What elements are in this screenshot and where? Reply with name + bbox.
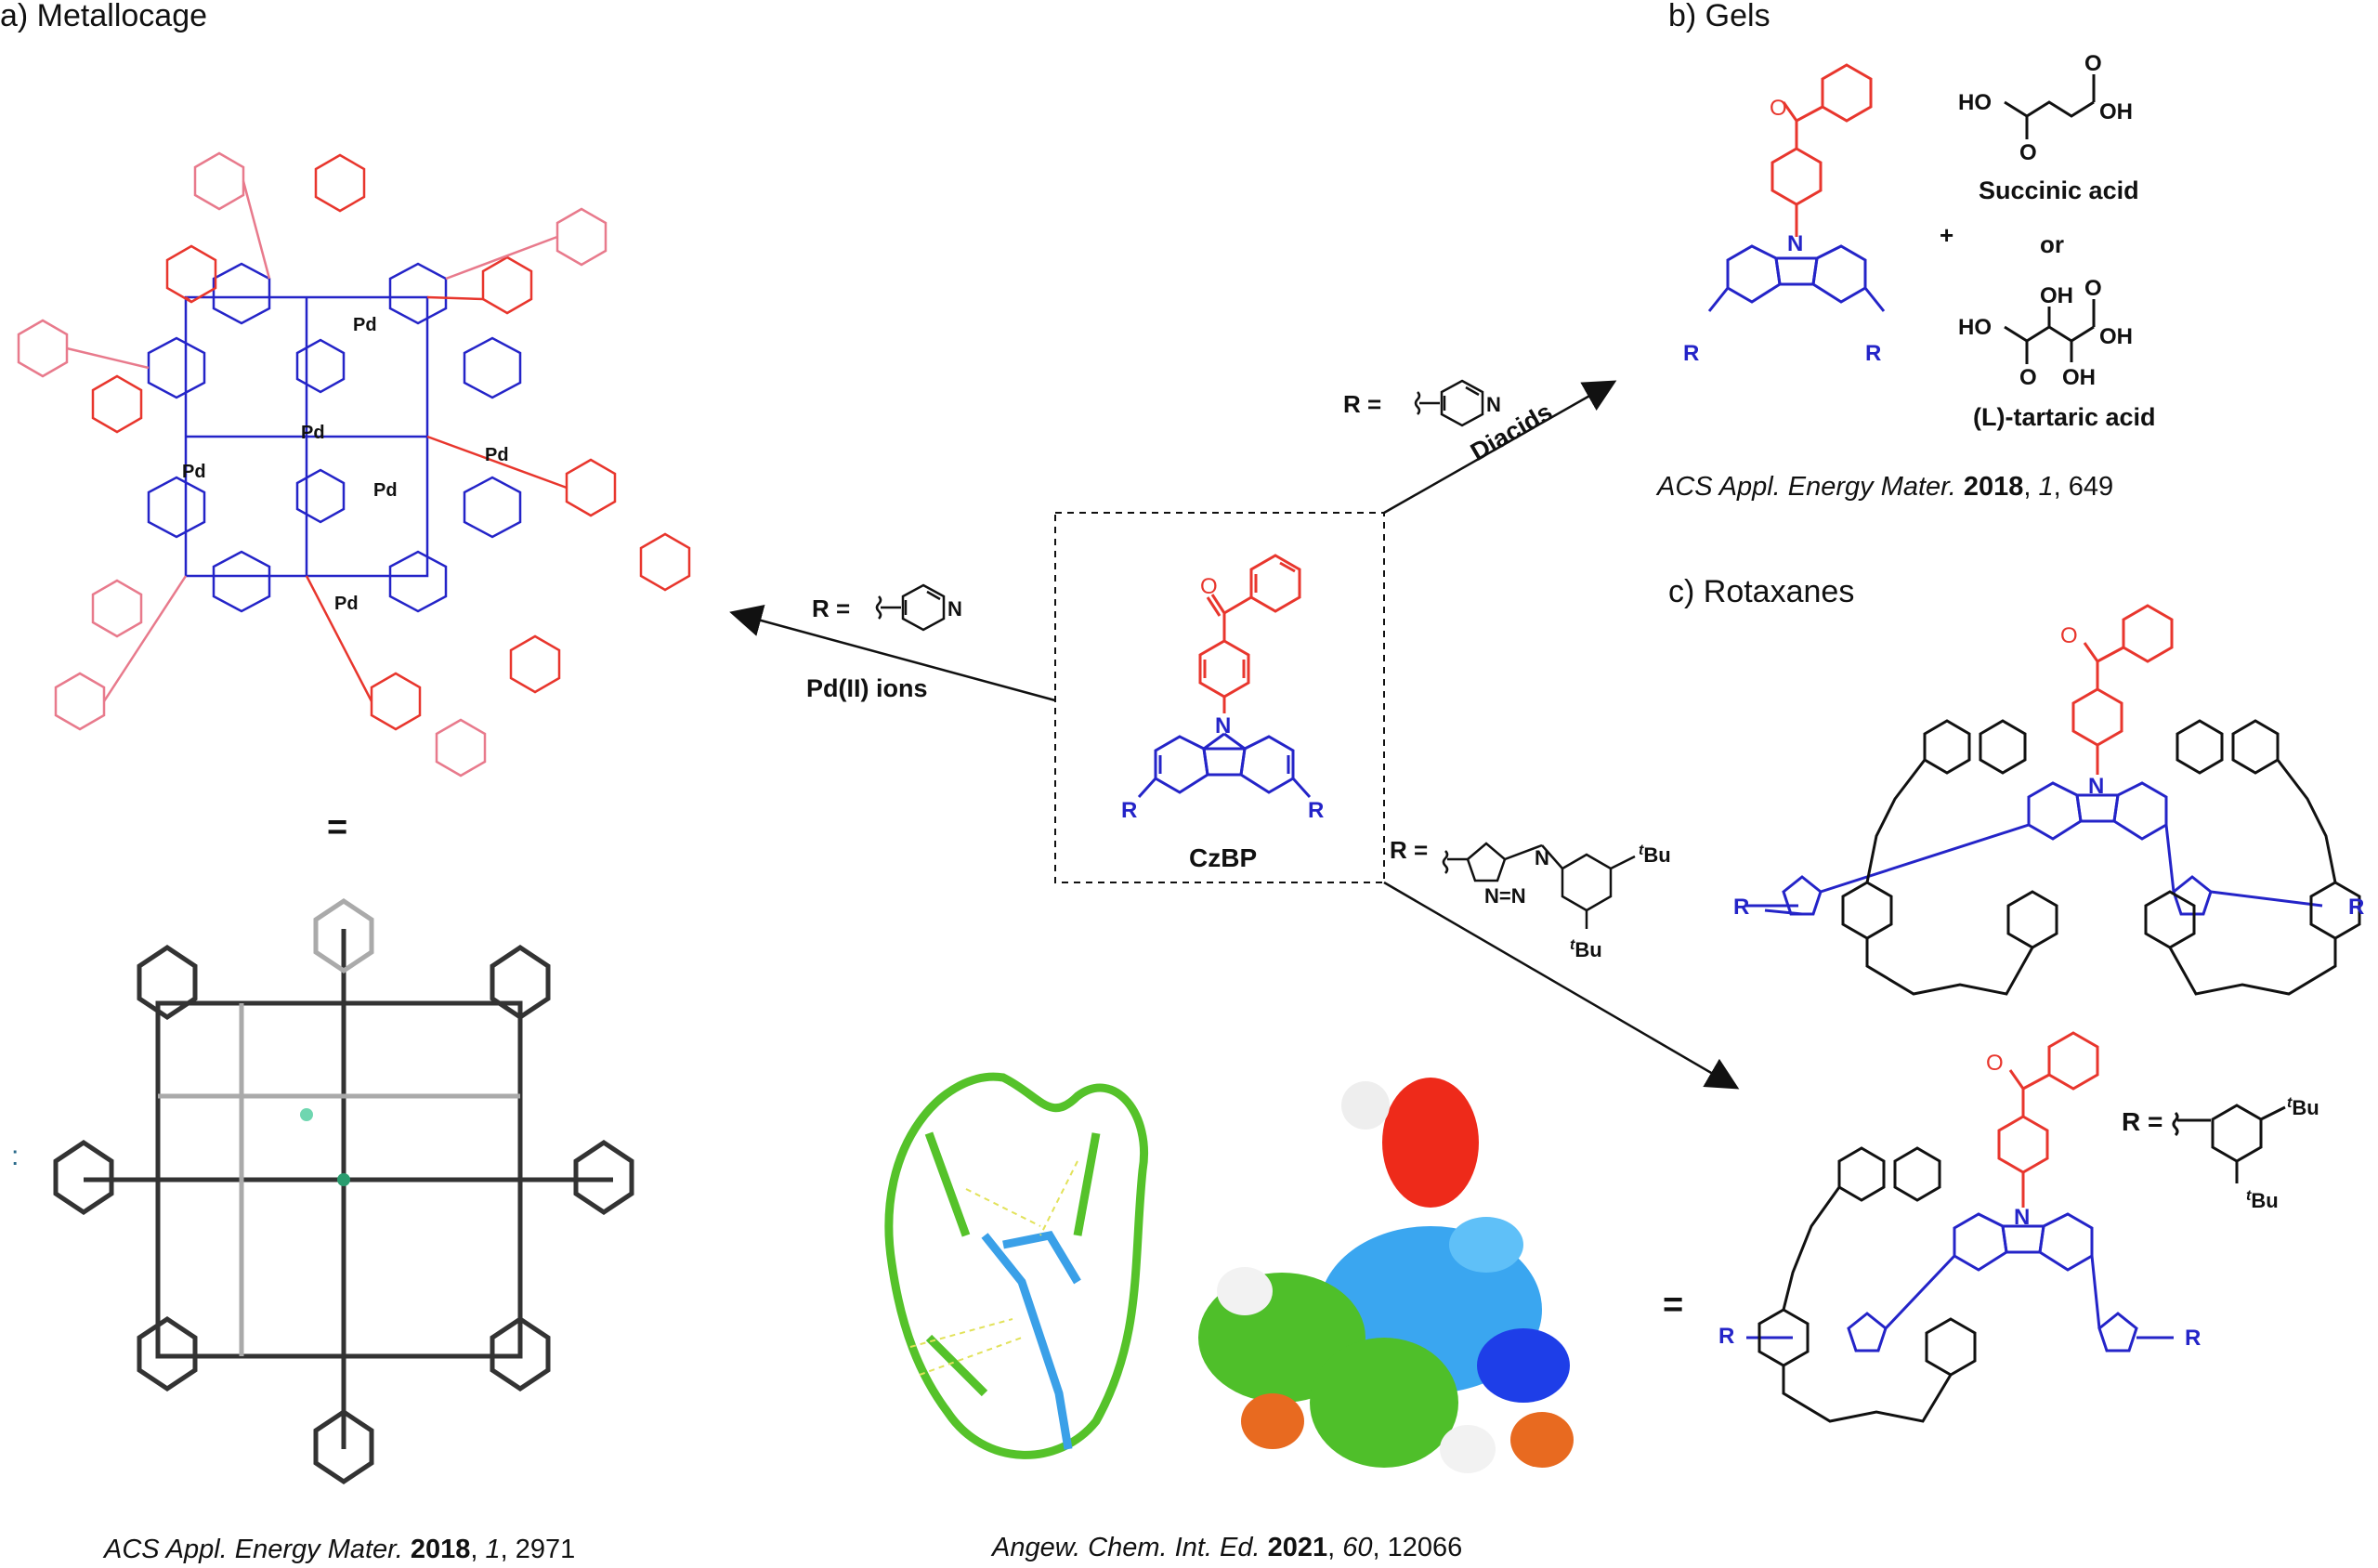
rotaxane-structure-bottom	[1746, 1031, 2286, 1423]
panel-b-label: b) Gels	[1668, 0, 1770, 33]
reference-gels: ACS Appl. Energy Mater. 2018, 1, 649	[1657, 472, 2114, 502]
svg-text:tBu: tBu	[1639, 843, 1671, 867]
svg-text:Pd: Pd	[182, 462, 206, 482]
svg-text:Pd: Pd	[485, 445, 509, 465]
czbp-structure: O N R R	[1121, 554, 1324, 823]
rotaxane-stick-model	[884, 1072, 1148, 1459]
rotaxane-structure-top	[1746, 604, 2361, 996]
svg-text:N: N	[2088, 774, 2104, 799]
svg-text:O: O	[1986, 1051, 2004, 1076]
rotaxane-equals: =	[1663, 1286, 1684, 1325]
lower-R-label: R =	[1390, 836, 1429, 864]
arrow-to-gels	[1383, 380, 1617, 515]
svg-text:R: R	[1733, 895, 1749, 920]
svg-text:HO: HO	[1958, 90, 1992, 115]
or-label: or	[2040, 230, 2064, 258]
svg-text:N: N	[947, 597, 962, 621]
panel-c-label: c) Rotaxanes	[1668, 574, 1855, 609]
svg-text:O: O	[2084, 276, 2102, 301]
svg-text:N: N	[2014, 1205, 2030, 1230]
arrow-to-rotaxanes	[1383, 881, 1740, 1090]
metallocage-crystal-structure	[53, 897, 634, 1485]
tartaric-acid-label: (L)-tartaric acid	[1973, 403, 2156, 431]
svg-text:tBu: tBu	[2246, 1188, 2279, 1212]
center-dashed-box	[1054, 512, 1385, 883]
svg-text:O: O	[2084, 51, 2102, 76]
svg-text:N: N	[1535, 846, 1549, 869]
svg-text:HO: HO	[1958, 315, 1992, 340]
pd-labels: Pd Pd Pd Pd Pd Pd	[182, 315, 509, 614]
reference-rotaxanes: Angew. Chem. Int. Ed. 2021, 60, 12066	[992, 1533, 1463, 1562]
left-R-label: R =	[812, 595, 851, 622]
triazole-substituent	[1442, 842, 1636, 929]
svg-text:R: R	[1865, 341, 1881, 366]
metallocage-equals: =	[327, 808, 348, 847]
svg-text:R: R	[2185, 1326, 2201, 1351]
svg-text:Pd: Pd	[373, 480, 398, 501]
reference-metallocage: ACS Appl. Energy Mater. 2018, 1, 2971	[104, 1535, 576, 1564]
svg-text:R: R	[1718, 1324, 1734, 1349]
svg-text:Pd: Pd	[301, 423, 325, 443]
svg-text:OH: OH	[2040, 283, 2073, 308]
svg-text:Pd: Pd	[353, 315, 377, 335]
center-R-left: R	[1121, 798, 1137, 823]
svg-text:tBu: tBu	[2287, 1095, 2319, 1119]
pd-ions-label: Pd(II) ions	[806, 674, 928, 702]
pyridyl-substituent-left	[875, 583, 946, 632]
center-O-label: O	[1200, 574, 1218, 599]
svg-text:OH: OH	[2099, 99, 2133, 124]
succinic-acid-structure	[2004, 74, 2096, 139]
svg-text:OH: OH	[2062, 365, 2096, 390]
svg-text:tBu: tBu	[1570, 937, 1602, 961]
panel-a-label: a) Metallocage	[0, 0, 208, 33]
svg-text:O: O	[1770, 96, 1787, 121]
tartaric-acid-structure	[2004, 299, 2096, 364]
center-R-right: R	[1308, 798, 1324, 823]
svg-text:Pd: Pd	[334, 594, 359, 614]
rotaxane-spacefill-model	[1198, 1078, 1574, 1473]
svg-text:N=N: N=N	[1484, 884, 1526, 908]
svg-text:O: O	[2019, 140, 2037, 165]
svg-text:O: O	[2060, 623, 2078, 648]
pyridyl-substituent-upper	[1414, 379, 1484, 427]
upper-R-label: R =	[1343, 390, 1382, 418]
svg-text:OH: OH	[2099, 324, 2133, 349]
svg-text:N: N	[1787, 231, 1803, 256]
svg-text:N: N	[1486, 393, 1501, 416]
succinic-acid-label: Succinic acid	[1979, 176, 2139, 204]
arrow-to-metallocage	[729, 604, 1056, 702]
metallocage-structure	[17, 151, 691, 777]
gels-czbp-structure	[1707, 63, 1886, 312]
svg-text:R: R	[2348, 895, 2364, 920]
czbp-name: CzBP	[1189, 843, 1258, 872]
rotaxane-R-label: R =	[2122, 1107, 2163, 1136]
center-N-label: N	[1215, 713, 1231, 738]
svg-text::: :	[11, 1141, 19, 1171]
svg-text:R: R	[1683, 341, 1699, 366]
svg-text:O: O	[2019, 365, 2037, 390]
gels-plus: +	[1940, 221, 1954, 249]
